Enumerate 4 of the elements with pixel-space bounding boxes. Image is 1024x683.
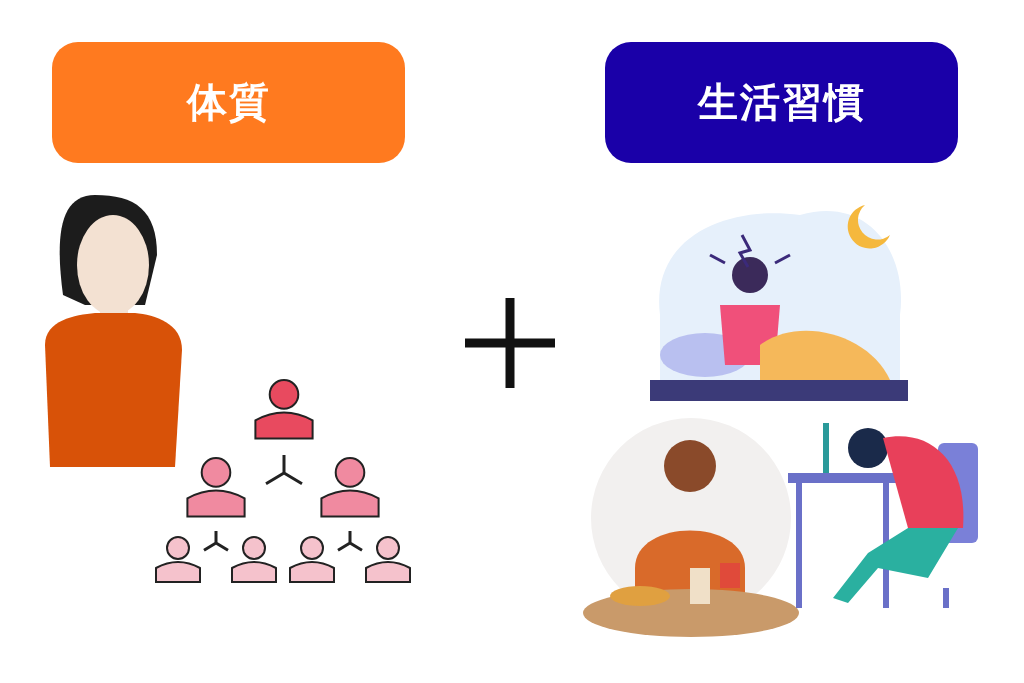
header-banner (52, 42, 405, 163)
header-text: 体質 (186, 78, 271, 127)
header-text: 生活習慣 (697, 78, 866, 127)
header-banner (605, 42, 958, 163)
